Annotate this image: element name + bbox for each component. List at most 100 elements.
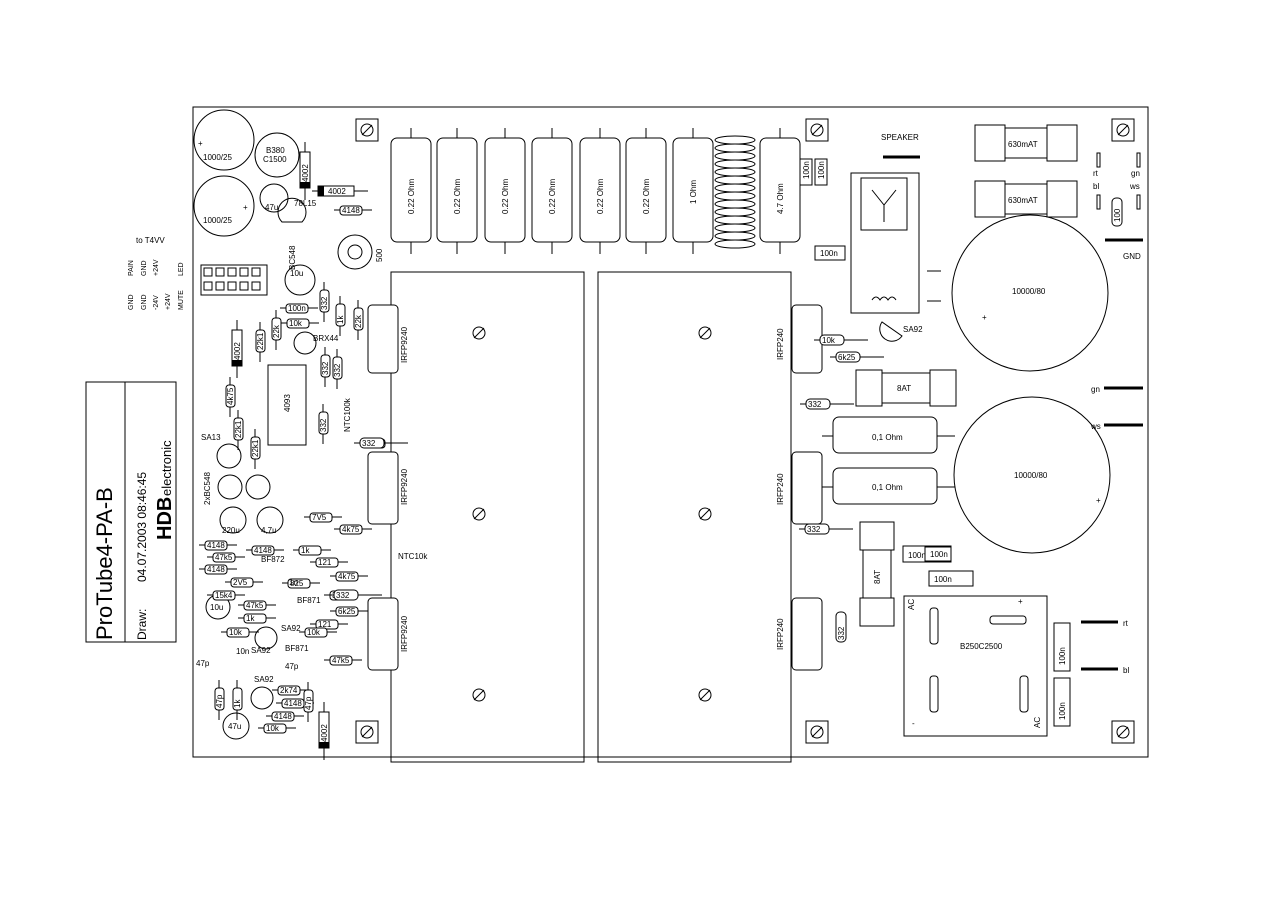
svg-text:4k75: 4k75 — [342, 525, 360, 534]
ic-4093 — [267, 364, 307, 446]
svg-text:332: 332 — [319, 418, 328, 432]
wire-pad — [1096, 194, 1101, 210]
power-resistor: 1 Ohm — [672, 128, 756, 254]
svg-text:332: 332 — [808, 400, 822, 409]
small-resistor: 47k5 — [238, 600, 276, 611]
svg-text:100n: 100n — [802, 161, 811, 179]
sa13 — [216, 443, 242, 469]
small-resistor: 121 — [310, 557, 348, 568]
small-resistor: 1k — [238, 613, 276, 624]
svg-text:6k25: 6k25 — [838, 353, 856, 362]
mosfet-right-1: IRFP240 — [776, 304, 823, 374]
small-resistor-vertical: 22k1 — [255, 322, 266, 362]
shunt-0-1-b: 0,1 Ohm — [822, 467, 955, 505]
sa92-label-a: SA92 — [281, 624, 301, 633]
wire-pad — [1096, 152, 1101, 168]
wire-label-gn-top: gn — [1131, 169, 1140, 178]
svg-text:332: 332 — [362, 439, 376, 448]
mosfet-left-2: IRFP9240 — [367, 451, 409, 525]
reg-78l15-label: 78L15 — [294, 199, 317, 208]
small-resistor-vertical: 47p — [303, 682, 314, 722]
svg-text:10k: 10k — [822, 336, 836, 345]
capacitor-100n: 100n — [814, 245, 846, 261]
small-resistor: 6k25 — [830, 351, 884, 363]
svg-text:15k4: 15k4 — [215, 591, 233, 600]
svg-text:0,1 Ohm: 0,1 Ohm — [872, 483, 903, 492]
mosfet-right-3-label: IRFP240 — [776, 618, 785, 650]
bridge-rectifier: B250C2500 AC AC + - — [903, 595, 1048, 737]
power-resistor: 0.22 Ohm — [436, 128, 478, 254]
small-resistor: 1k — [293, 545, 331, 556]
wire-pad — [1136, 194, 1141, 210]
sa92-label-c: SA92 — [254, 675, 274, 684]
small-resistor: 6k25 — [330, 606, 368, 617]
small-resistor-vertical: 332 — [835, 611, 847, 643]
capacitor-100n: 100n — [799, 158, 813, 186]
gnd-label-right: GND — [1123, 252, 1141, 261]
diode-4002: 4002 — [231, 320, 243, 378]
fuse-630mat-b: 630mAT — [974, 180, 1078, 218]
wire-label-gn: gn — [1091, 385, 1100, 394]
svg-text:47k5: 47k5 — [332, 656, 350, 665]
title-block — [85, 381, 177, 643]
svg-text:8AT: 8AT — [897, 384, 911, 393]
cap-220u: 220u — [219, 506, 247, 535]
svg-text:4k75: 4k75 — [338, 572, 356, 581]
small-resistor: 4148 — [246, 545, 284, 556]
small-resistor: 47k5 — [324, 655, 362, 666]
sa92-b — [250, 686, 274, 710]
cap-10000-80-b: 10000/80+ — [953, 396, 1111, 554]
sa93-label: SA92 — [903, 325, 923, 334]
svg-text:22k: 22k — [272, 324, 281, 338]
svg-text:332: 332 — [336, 591, 350, 600]
small-resistor: 10k — [221, 627, 259, 638]
svg-text:4148: 4148 — [284, 699, 302, 708]
brx44-label: BRX44 — [313, 334, 339, 343]
svg-text:47k5: 47k5 — [215, 553, 233, 562]
small-resistor-vertical: 332 — [332, 349, 343, 389]
small-resistor-vertical: 4k75 — [225, 377, 236, 417]
sa93 — [879, 321, 903, 342]
cap-47u-top: 47u — [259, 183, 289, 213]
cap-1000-25-a-label: 1000/25 — [203, 153, 232, 162]
mounting-hole — [805, 720, 829, 744]
capacitor-100n: 100n — [924, 546, 952, 562]
small-resistor: 825 — [282, 578, 320, 589]
svg-text:10k: 10k — [289, 319, 303, 328]
shunt-0-1-a: 0,1 Ohm — [822, 416, 955, 454]
cap-10000-80-a: 10000/80+ — [951, 214, 1109, 372]
small-resistor: 10k — [814, 334, 868, 346]
svg-text:332: 332 — [333, 363, 342, 377]
title-text: ProTube4-PA-B — [92, 487, 117, 640]
svg-text:22k1: 22k1 — [256, 332, 265, 350]
svg-text:825: 825 — [290, 579, 304, 588]
mosfet-right-3: IRFP240 — [776, 597, 823, 671]
svg-text:-: - — [912, 719, 915, 728]
svg-text:22k1: 22k1 — [251, 439, 260, 457]
capacitor-100n: 100n — [902, 545, 952, 563]
power-resistor-label: 0.22 Ohm — [407, 179, 416, 214]
power-resistor-label: 0.22 Ohm — [501, 179, 510, 214]
small-resistor-vertical: 332 — [320, 347, 331, 387]
svg-text:6k25: 6k25 — [338, 607, 356, 616]
svg-text:+: + — [982, 313, 987, 322]
wire-label-rt: rt — [1123, 619, 1129, 628]
heatsink-right — [597, 271, 792, 763]
small-resistor-vertical: 47p — [214, 680, 225, 720]
svg-text:332: 332 — [321, 361, 330, 375]
cap-1000-25-a: 1000/25+ — [193, 109, 255, 171]
power-resistor: 0.22 Ohm — [579, 128, 621, 254]
svg-text:AC: AC — [907, 599, 916, 610]
fuse-630mat-a: 630mAT — [974, 124, 1078, 162]
small-resistor-vertical: 22k — [353, 300, 364, 340]
svg-text:22k1: 22k1 — [234, 420, 243, 438]
bf871-label-a: BF871 — [297, 596, 321, 605]
svg-text:4002: 4002 — [328, 187, 346, 196]
svg-text:1k: 1k — [233, 699, 242, 708]
cap-label: 47p — [285, 662, 299, 671]
svg-text:+: + — [1018, 597, 1023, 606]
svg-text:47u: 47u — [228, 722, 241, 731]
svg-text:100n: 100n — [1058, 647, 1067, 665]
